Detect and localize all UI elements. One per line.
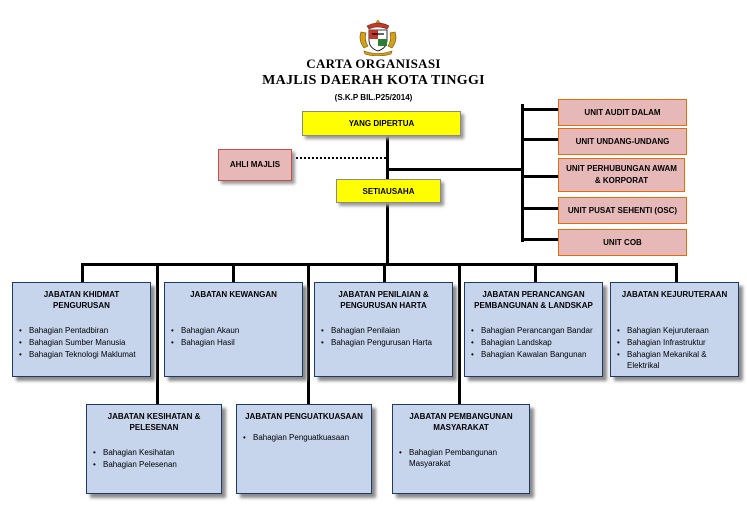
section-item: Bahagian Kesihatan	[93, 447, 215, 458]
section-item: Bahagian Pelesenan	[93, 459, 215, 470]
dept-health-licensing: JABATAN KESIHATAN & PELESENAN Bahagian K…	[86, 404, 222, 494]
connector-dept-7	[307, 263, 310, 404]
connector-units-horizontal	[388, 168, 523, 171]
section-item: Bahagian Teknologi Maklumat	[19, 349, 144, 360]
dept-name: JABATAN PERANCANGAN PEMBANGUNAN & LANDSK…	[474, 290, 593, 310]
section-item: Bahagian Penilaian	[321, 325, 446, 336]
dept-name: JABATAN KEJURUTERAAN	[621, 290, 728, 299]
connector-unit-3	[521, 175, 558, 178]
dept-name: JABATAN PENILAIAN & PENGURUSAN HARTA	[338, 290, 429, 310]
connector-council-dotted	[291, 157, 386, 159]
section-item: Bahagian Hasil	[171, 337, 296, 348]
connector-unit-4	[521, 207, 558, 210]
dept-management-services: JABATAN KHIDMAT PENGURUSAN Bahagian Pent…	[12, 282, 151, 377]
council-crest-logo	[359, 19, 397, 56]
connector-unit-2	[521, 138, 558, 141]
dept-name: JABATAN PENGUATKUASAAN	[245, 412, 363, 421]
secretary-box: SETIAUSAHA	[336, 179, 441, 203]
president-box: YANG DIPERTUA	[302, 111, 461, 136]
unit-legal-box: UNIT UNDANG-UNDANG	[558, 128, 687, 155]
section-item: Bahagian Kawalan Bangunan	[471, 349, 596, 360]
connector-departments-horizontal	[81, 263, 677, 266]
section-item: Bahagian Sumber Manusia	[19, 337, 144, 348]
connector-units-vertical	[521, 104, 524, 242]
reference-number: (S.K.P BIL.P25/2014)	[334, 93, 413, 102]
dept-name: JABATAN KHIDMAT PENGURUSAN	[43, 290, 120, 310]
connector-unit-1	[521, 108, 558, 111]
section-item: Bahagian Akaun	[171, 325, 296, 336]
unit-public-relations-box: UNIT PERHUBUNGAN AWAM & KORPORAT	[558, 158, 685, 192]
connector-dept-1	[81, 263, 84, 283]
connector-dept-3	[383, 263, 386, 283]
dept-engineering: JABATAN KEJURUTERAAN Bahagian Kejurutera…	[610, 282, 739, 377]
chart-title: CARTA ORGANISASI	[306, 56, 441, 71]
section-item: Bahagian Perancangan Bandar	[471, 325, 596, 336]
council-name: MAJLIS DAERAH KOTA TINGGI	[262, 73, 485, 88]
dept-name: JABATAN KEWANGAN	[190, 290, 277, 299]
connector-dept-4	[534, 263, 537, 283]
dept-planning-landscape: JABATAN PERANCANGAN PEMBANGUNAN & LANDSK…	[464, 282, 603, 377]
section-item: Bahagian Kejuruteraan	[617, 325, 732, 336]
dept-finance: JABATAN KEWANGAN Bahagian Akaun Bahagian…	[164, 282, 303, 377]
section-item: Bahagian Pentadbiran	[19, 325, 144, 336]
section-item: Bahagian Mekanikal & Elektrikal	[617, 349, 732, 371]
section-item: Bahagian Landskap	[471, 337, 596, 348]
council-members-box: AHLI MAJLIS	[218, 149, 292, 181]
section-item: Bahagian Infrastruktur	[617, 337, 732, 348]
unit-audit-box: UNIT AUDIT DALAM	[558, 99, 687, 126]
dept-valuation-property: JABATAN PENILAIAN & PENGURUSAN HARTA Bah…	[314, 282, 453, 377]
unit-cob-box: UNIT COB	[558, 229, 687, 256]
connector-dept-5	[675, 263, 678, 283]
connector-dept-6	[156, 263, 159, 404]
unit-osc-box: UNIT PUSAT SEHENTI (OSC)	[558, 197, 687, 224]
connector-dept-2	[232, 263, 235, 283]
connector-unit-5	[521, 238, 558, 241]
connector-dept-8	[458, 263, 461, 404]
section-item: Bahagian Penguatkuasaan	[243, 432, 365, 443]
dept-name: JABATAN KESIHATAN & PELESENAN	[107, 412, 201, 432]
dept-name: JABATAN PEMBANGUNAN MASYARAKAT	[409, 412, 513, 432]
section-item: Bahagian Pembangunan Masyarakat	[399, 447, 523, 469]
dept-community-development: JABATAN PEMBANGUNAN MASYARAKAT Bahagian …	[392, 404, 530, 494]
dept-enforcement: JABATAN PENGUATKUASAAN Bahagian Penguatk…	[236, 404, 372, 494]
section-item: Bahagian Pengurusan Harta	[321, 337, 446, 348]
